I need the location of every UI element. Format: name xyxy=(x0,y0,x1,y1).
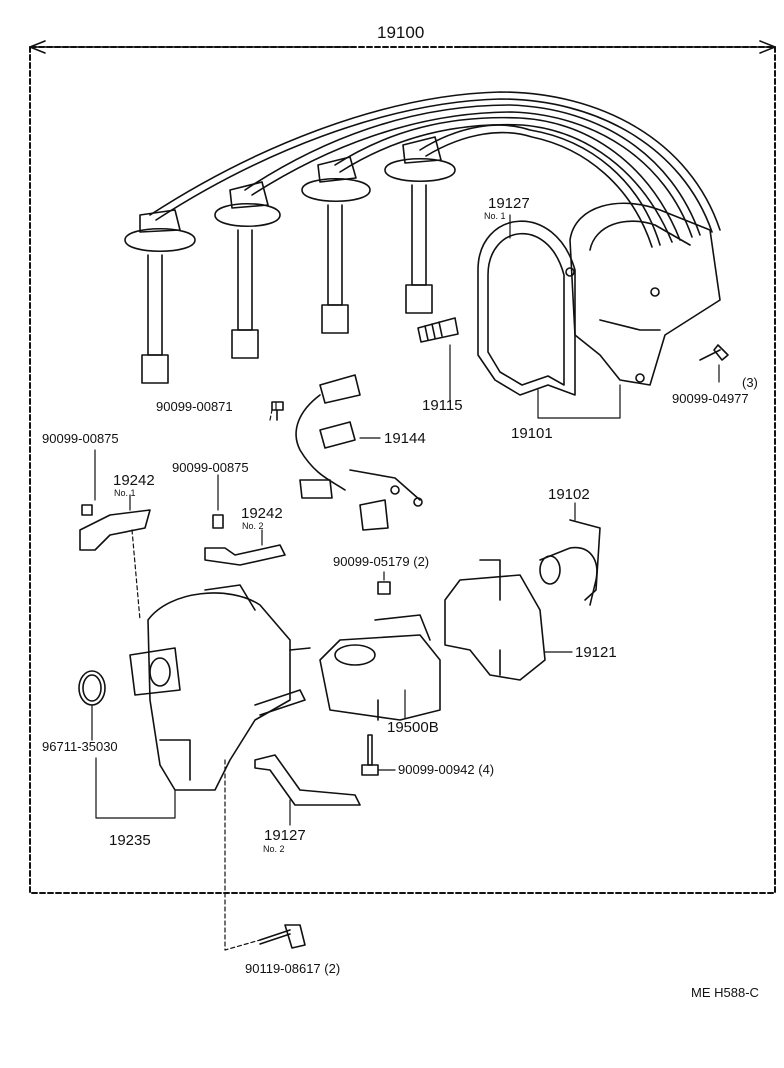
bolt-08617 xyxy=(259,924,306,949)
plug-boot-4 xyxy=(384,136,456,314)
dashed-leaders xyxy=(131,409,273,951)
diagram-code: ME H588-C xyxy=(691,985,759,1000)
part-label-19121: 19121 xyxy=(575,644,617,661)
part-sub-19127-no2: No. 2 xyxy=(263,844,285,854)
part-label-19242-no2: 19242 xyxy=(241,505,283,522)
screw-00871 xyxy=(271,401,284,421)
assembly-bracket-lines xyxy=(29,40,776,54)
part-label-90099-00875-b: 90099-00875 xyxy=(172,460,249,475)
distributor-cap xyxy=(565,202,721,386)
plug-boot-1 xyxy=(124,209,196,384)
part-label-90099-04977: 90099-04977 xyxy=(672,391,749,406)
bracket-19242-no2 xyxy=(204,514,286,566)
part-sub-19242-no1: No. 1 xyxy=(114,488,136,498)
assembly-label: 19100 xyxy=(377,23,425,42)
part-label-96711-35030: 96711-35030 xyxy=(42,739,118,754)
cover-19121 xyxy=(444,559,546,681)
part-qty-90099-04977: (3) xyxy=(742,375,758,390)
bracket-19127-no2 xyxy=(254,754,361,806)
part-sub-19242-no2: No. 2 xyxy=(242,521,264,531)
nut-05179 xyxy=(377,581,391,595)
sensor-harness xyxy=(295,374,423,531)
part-label-19101: 19101 xyxy=(511,425,553,442)
ignition-coil xyxy=(319,614,441,721)
spring-19115 xyxy=(417,317,459,343)
cap-screw xyxy=(699,344,729,361)
gasket-19127-no1 xyxy=(477,220,576,396)
rotor-19102 xyxy=(539,519,601,606)
ignition-wires xyxy=(149,91,721,248)
part-label-19242-no1: 19242 xyxy=(113,472,155,489)
part-label-19102: 19102 xyxy=(548,486,590,503)
part-label-19127-no2: 19127 xyxy=(264,827,306,844)
o-ring xyxy=(78,670,106,706)
part-label-19235: 19235 xyxy=(109,832,151,849)
bracket-19242-no1 xyxy=(79,504,151,551)
part-sub-19127-no1: No. 1 xyxy=(484,211,506,221)
part-label-19144: 19144 xyxy=(384,430,426,447)
part-label-19115: 19115 xyxy=(422,397,463,414)
part-label-90099-05179: 90099-05179 (2) xyxy=(333,554,430,569)
distributor-housing xyxy=(129,584,311,791)
part-label-90099-00875-a: 90099-00875 xyxy=(42,431,119,446)
part-label-90099-00942: 90099-00942 (4) xyxy=(398,762,495,777)
part-label-19500B: 19500B xyxy=(387,719,439,736)
part-label-90099-00871: 90099-00871 xyxy=(156,399,233,414)
screws-00942 xyxy=(361,734,379,776)
leader-lines xyxy=(91,214,720,826)
part-label-90119-08617: 90119-08617 (2) xyxy=(245,961,341,976)
part-label-19127-no1: 19127 xyxy=(488,195,530,212)
plug-boot-2 xyxy=(214,181,281,359)
plug-boot-3 xyxy=(301,156,371,334)
